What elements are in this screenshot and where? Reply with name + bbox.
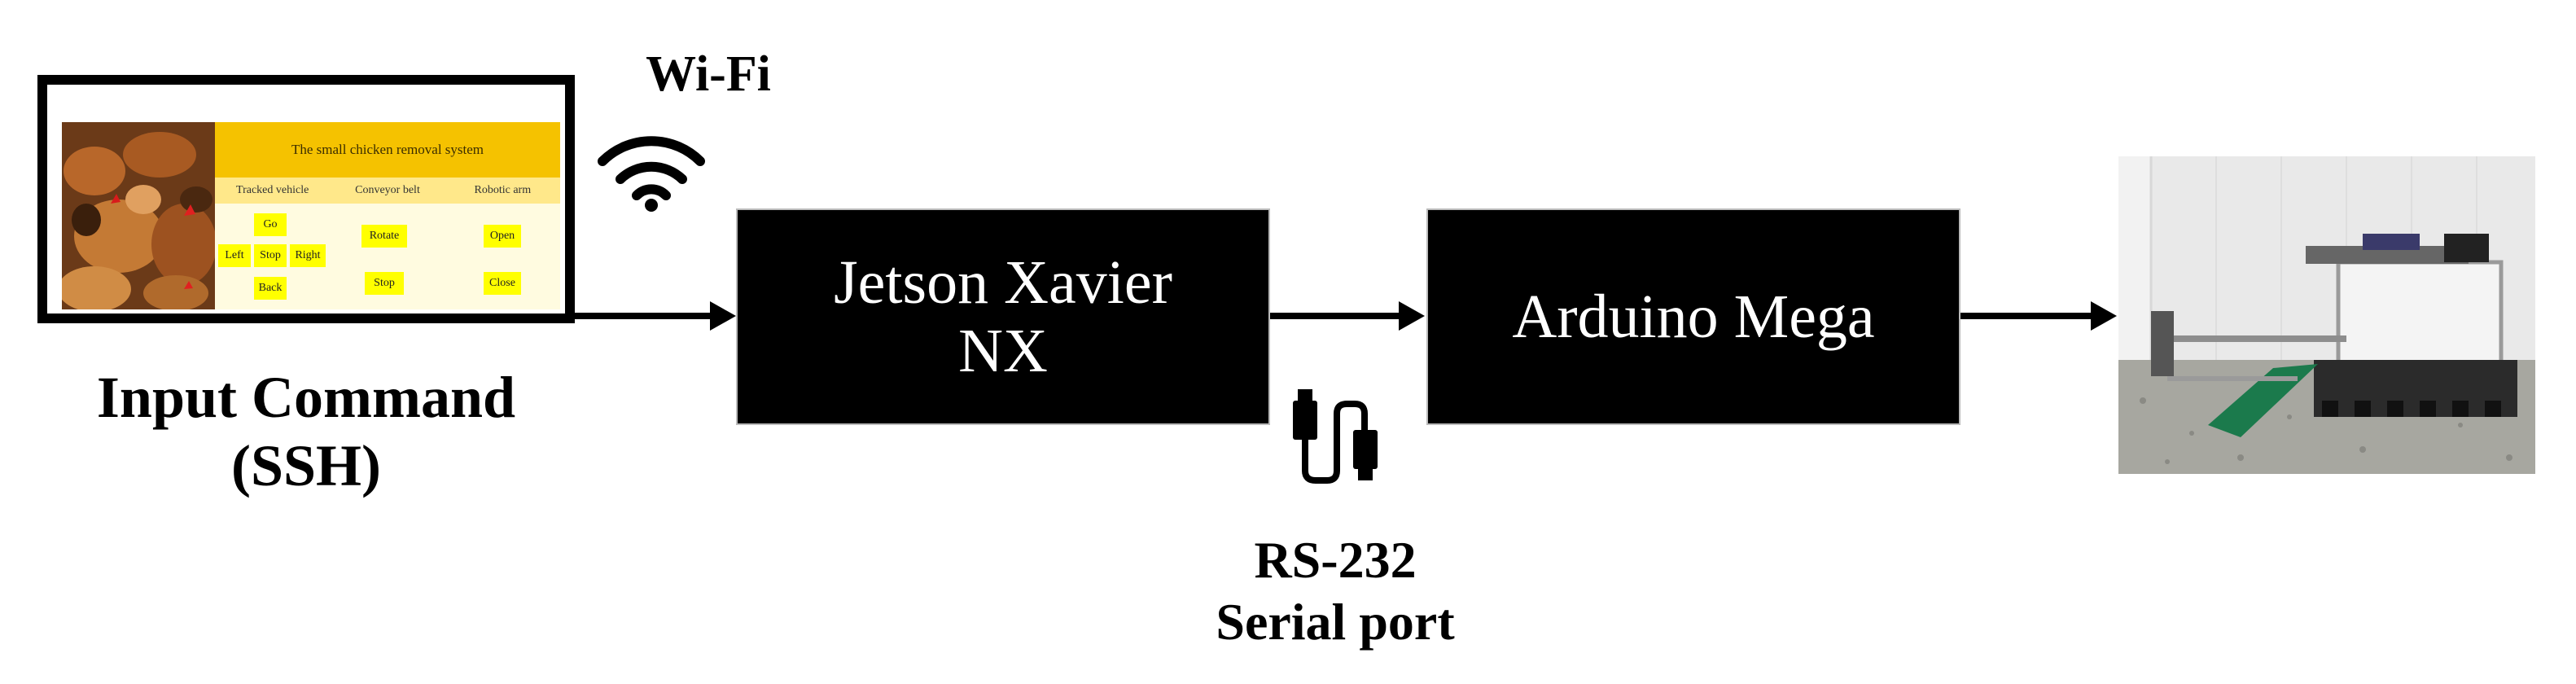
input-command-label: Input Command (SSH) <box>29 363 583 500</box>
arrow-icon <box>575 301 736 331</box>
rs232-line1: RS-232 <box>1254 531 1417 589</box>
input-command-screenshot: The small chicken removal system Tracked… <box>37 75 575 323</box>
column-conveyor-belt: Conveyor belt <box>355 184 420 196</box>
jetson-line1: Jetson Xavier <box>834 248 1172 317</box>
ui-control-area: The small chicken removal system Tracked… <box>215 122 560 309</box>
ui-column-headers: Tracked vehicle Conveyor belt Robotic ar… <box>215 178 560 204</box>
left-button[interactable]: Left <box>218 244 251 267</box>
column-robotic-arm: Robotic arm <box>474 184 532 196</box>
stop-vehicle-button[interactable]: Stop <box>254 244 287 267</box>
close-button[interactable]: Close <box>484 272 521 295</box>
serial-cable-icon <box>1293 389 1378 484</box>
open-button[interactable]: Open <box>484 225 521 248</box>
jetson-line2: NX <box>958 317 1048 385</box>
rotate-button[interactable]: Rotate <box>361 225 407 248</box>
input-command-line1: Input Command <box>96 365 516 430</box>
arrow-icon <box>1270 301 1425 331</box>
wifi-label: Wi-Fi <box>646 46 771 102</box>
arrow-icon <box>1960 301 2117 331</box>
right-button[interactable]: Right <box>290 244 326 267</box>
chicken-photo <box>62 122 215 309</box>
arduino-label: Arduino Mega <box>1512 283 1875 351</box>
robot-photo <box>2118 156 2535 474</box>
back-button[interactable]: Back <box>254 277 287 300</box>
column-tracked-vehicle: Tracked vehicle <box>236 184 309 196</box>
ui-screen: The small chicken removal system Tracked… <box>62 122 560 309</box>
jetson-xavier-nx-block: Jetson Xavier NX <box>736 208 1270 425</box>
go-button[interactable]: Go <box>254 213 287 236</box>
ui-title: The small chicken removal system <box>215 122 560 178</box>
arduino-mega-block: Arduino Mega <box>1426 208 1960 425</box>
rs232-line2: Serial port <box>1216 593 1455 651</box>
stop-conveyor-button[interactable]: Stop <box>365 272 404 295</box>
input-command-line2: (SSH) <box>230 433 382 498</box>
wifi-icon <box>598 136 705 212</box>
rs232-label: RS-232 Serial port <box>1172 529 1498 653</box>
